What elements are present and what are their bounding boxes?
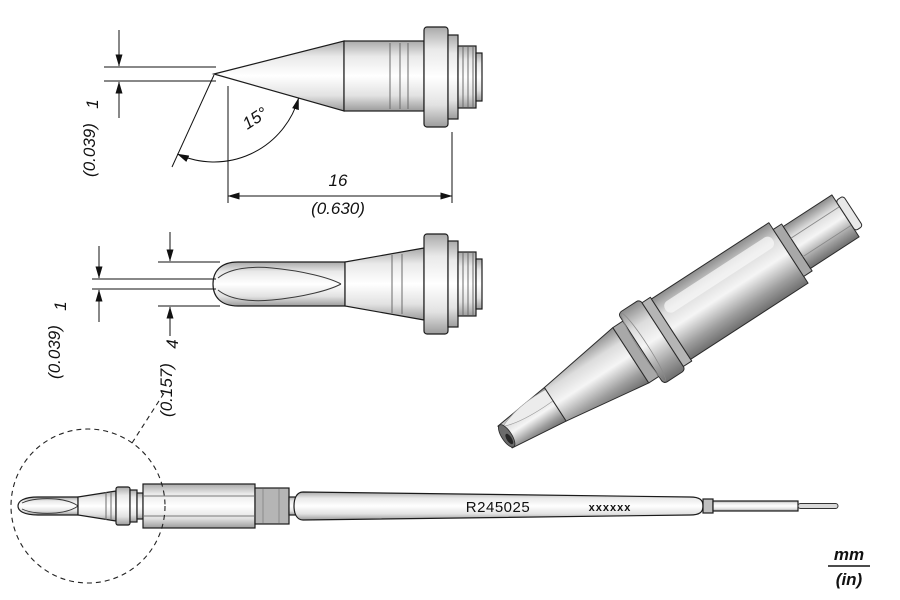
cartridge-tip-rod [797, 503, 839, 509]
cartridge-blade-face-lines [21, 498, 79, 514]
cartridge-hex-lines [144, 495, 254, 517]
cartridge-thin-shaft [712, 500, 799, 512]
length-mm-label: 16 [329, 171, 348, 190]
cartridge-groove-lines [105, 492, 112, 520]
tip-cone-outline [211, 40, 345, 112]
front-width-in-label: (0.157) [157, 363, 176, 417]
side-thickness-mm-label: 1 [83, 99, 102, 108]
cartridge-dark-segment [254, 487, 290, 525]
cap-end [475, 52, 483, 102]
isometric-view [497, 194, 863, 449]
units-legend: mm (in) [828, 545, 870, 589]
cartridge-dark-segment-lines [262, 489, 280, 523]
blade-outline [212, 261, 346, 307]
cartridge-collar-ring [136, 492, 144, 520]
collar-disc [447, 34, 459, 120]
front-view [212, 233, 483, 335]
side-view [211, 26, 483, 128]
angle-arc [176, 97, 300, 163]
iso-hex-facet-lines [790, 206, 852, 258]
side-thickness-in-label: (0.039) [80, 123, 99, 177]
cap-ridge-lines [462, 47, 474, 107]
cartridge-collar-disc [129, 489, 138, 523]
detail-leader-line [131, 389, 167, 444]
front-collar-disc [447, 240, 459, 328]
iso-tip-slot [505, 433, 514, 445]
front-cap-ridge-lines [462, 253, 474, 315]
cartridge-handle-body [293, 491, 704, 521]
dim-side-thickness: 1 (0.039) [80, 30, 216, 177]
dim-front-width: 4 (0.157) [157, 232, 220, 417]
cartridge-band [702, 498, 714, 514]
cartridge-cone [77, 490, 117, 522]
tip-neck [343, 40, 425, 112]
length-in-label: (0.630) [311, 199, 365, 218]
angle-label: 15° [239, 103, 271, 133]
collar-flange [423, 26, 449, 128]
detail-circle [10, 428, 166, 584]
iso-collar-edge [620, 313, 666, 382]
cartridge-collar [115, 486, 131, 526]
front-cone [344, 247, 425, 321]
front-groove-lines [391, 254, 403, 314]
serial-mask-label: xxxxxx [589, 502, 632, 514]
neck-groove-lines [389, 43, 409, 109]
cartridge-blade [17, 496, 79, 516]
blade-flat-face-lines [217, 266, 342, 302]
dim-tip-length: 16 (0.630) [227, 86, 453, 218]
cartridge-hex-body [142, 483, 256, 529]
front-width-mm-label: 4 [163, 339, 182, 348]
dim-front-thickness: 1 (0.039) [45, 246, 216, 379]
cartridge-view: R245025 xxxxxx [17, 483, 839, 529]
unit-in-label: (in) [836, 570, 863, 589]
iso-body-highlight [664, 236, 775, 313]
front-thickness-in-label: (0.039) [45, 325, 64, 379]
front-cap-end [475, 258, 483, 310]
part-number-label: R245025 [466, 499, 530, 516]
unit-mm-label: mm [834, 545, 864, 564]
front-collar-flange [423, 233, 449, 335]
iso-end-face [836, 196, 863, 231]
front-thickness-mm-label: 1 [51, 301, 70, 310]
